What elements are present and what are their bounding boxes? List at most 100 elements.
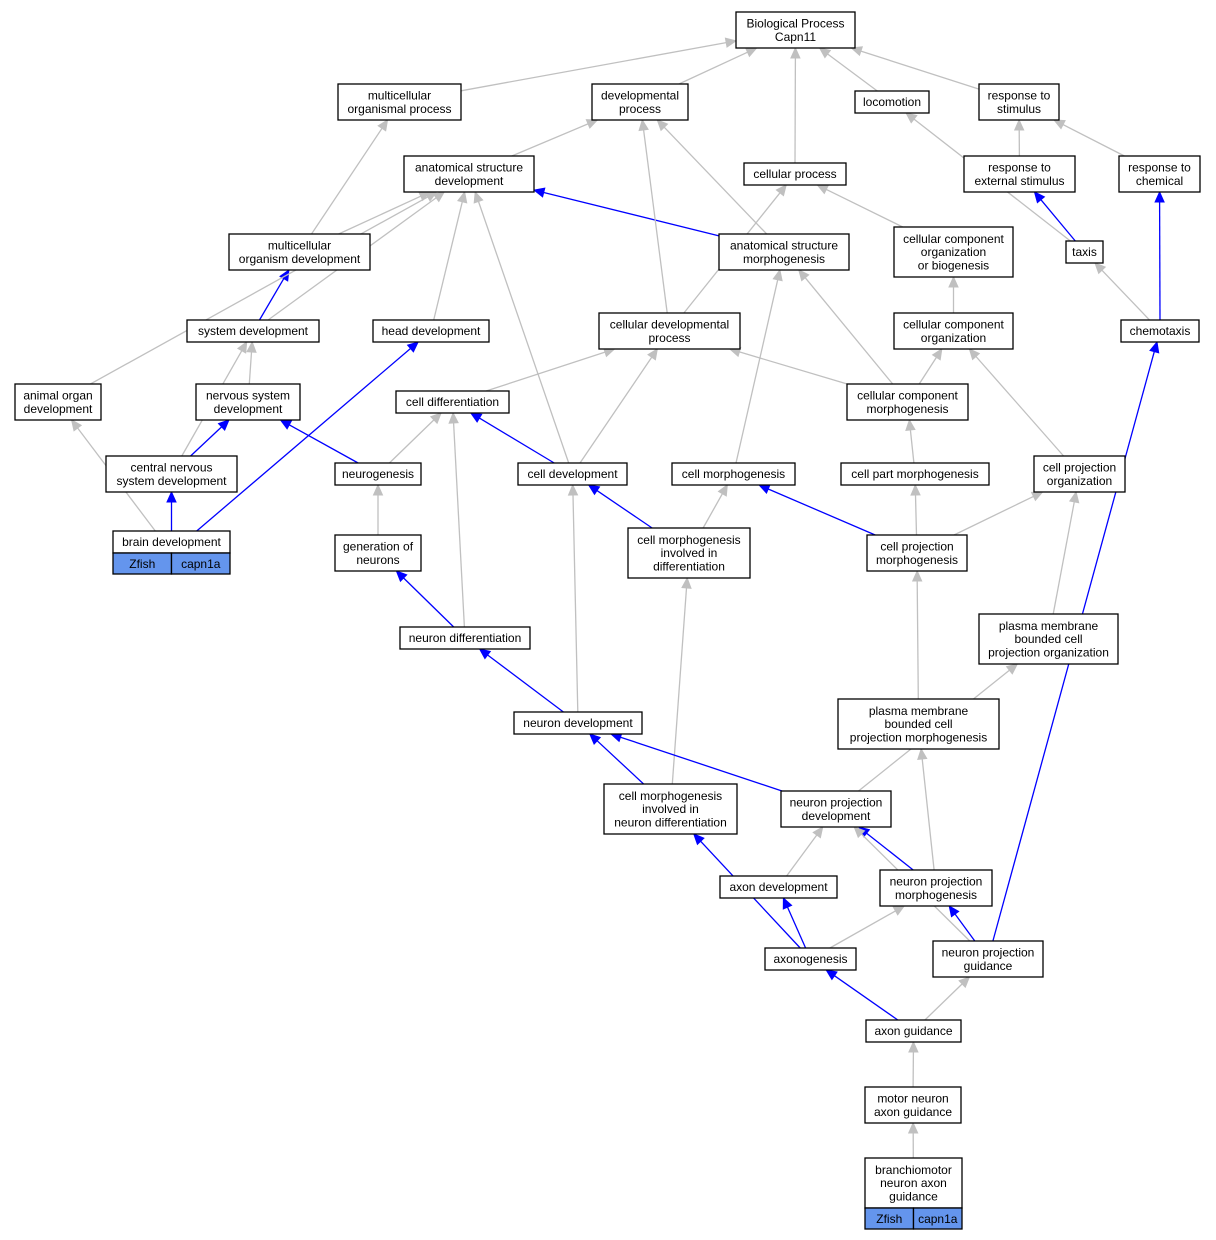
term-node-axd[interactable]: axon development <box>719 875 838 899</box>
edge-chemo-to-rtc <box>1154 190 1165 321</box>
edge-arrowhead <box>217 419 230 431</box>
term-node-cp[interactable]: cellular process <box>743 162 847 186</box>
term-box <box>893 226 1014 278</box>
term-box <box>837 698 1000 750</box>
term-label: projection organization <box>988 646 1109 660</box>
term-label: cell part morphogenesis <box>851 467 978 481</box>
annotation-tag-zfish[interactable]: Zfish <box>112 552 173 575</box>
term-label: cellular developmental <box>610 318 729 332</box>
edge-pmbcpo-to-cpo <box>1052 490 1080 615</box>
term-box <box>228 233 371 271</box>
term-label: cellular process <box>753 167 836 181</box>
term-label: guidance <box>964 959 1013 973</box>
term-node-cmorph[interactable]: cell morphogenesis <box>671 462 796 486</box>
edge-arrowhead <box>958 976 971 989</box>
term-box <box>764 947 857 971</box>
edge-arrowhead <box>825 969 838 981</box>
term-node-ndev[interactable]: neuron development <box>513 711 643 735</box>
edge-mop-to-bp <box>460 37 738 92</box>
term-label: organization <box>921 245 986 259</box>
annotation-tag-capn1a[interactable]: capn1a <box>170 552 231 575</box>
term-label: development <box>214 402 283 416</box>
edge-arrowhead <box>782 896 793 910</box>
annotation-tag-capn1a[interactable]: capn1a <box>912 1207 963 1230</box>
term-label: chemical <box>1136 174 1183 188</box>
term-node-taxis[interactable]: taxis <box>1065 240 1104 264</box>
edge-cprojm-to-cpo <box>953 491 1044 536</box>
term-node-loc[interactable]: locomotion <box>854 90 930 114</box>
edge-arrowhead <box>948 275 959 288</box>
term-label: cell development <box>527 467 618 481</box>
term-label: axonogenesis <box>773 952 847 966</box>
edge-axguid-to-npg <box>924 976 971 1021</box>
term-box <box>864 1086 962 1124</box>
term-box <box>840 462 990 486</box>
term-label: neurogenesis <box>342 467 414 481</box>
term-label: branchiomotor <box>875 1163 952 1177</box>
term-label: bounded cell <box>1014 632 1082 646</box>
edge-arrowhead <box>1149 340 1160 354</box>
term-node-sd[interactable]: system development <box>186 319 320 343</box>
term-box <box>337 83 462 121</box>
edge-layer <box>70 37 1165 1159</box>
edge-arrowhead <box>948 905 960 918</box>
edge-ccm-to-asm <box>798 269 894 385</box>
term-node-ndiff[interactable]: neuron differentiation <box>399 626 531 650</box>
edge-arrowhead <box>775 184 787 197</box>
term-node-neurog[interactable]: neurogenesis <box>334 462 422 486</box>
term-node-cdev[interactable]: cell development <box>517 462 628 486</box>
annotation-tag-zfish[interactable]: Zfish <box>864 1207 915 1230</box>
edge-cdev-to-cdp <box>579 347 658 464</box>
term-node-cpm[interactable]: cell part morphogenesis <box>840 462 990 486</box>
term-label: neuron projection <box>890 875 983 889</box>
edge-arrowhead <box>377 118 389 132</box>
term-node-hd[interactable]: head development <box>372 319 490 343</box>
edge-arrowhead <box>907 1121 919 1134</box>
edge-arrowhead <box>473 190 484 204</box>
term-label: response to <box>988 161 1051 175</box>
term-node-axg[interactable]: axonogenesis <box>764 947 857 971</box>
edge-arrowhead <box>850 46 864 57</box>
term-node-axguid[interactable]: axon guidance <box>865 1019 962 1043</box>
edge-dp-to-bp <box>678 47 758 85</box>
term-node-cdiff[interactable]: cell differentiation <box>395 390 510 414</box>
edge-cmind-to-ndev <box>588 733 645 785</box>
term-box <box>627 527 751 579</box>
edge-arrowhead <box>532 187 546 198</box>
term-label: involved in <box>642 802 699 816</box>
term-node-chemo[interactable]: chemotaxis <box>1120 319 1200 343</box>
edge-axguid-to-axg <box>825 969 899 1021</box>
edge-cdp-to-dp <box>638 118 668 314</box>
term-label: response to <box>988 89 1051 103</box>
edge-ndiff-to-cdiff <box>448 411 466 628</box>
